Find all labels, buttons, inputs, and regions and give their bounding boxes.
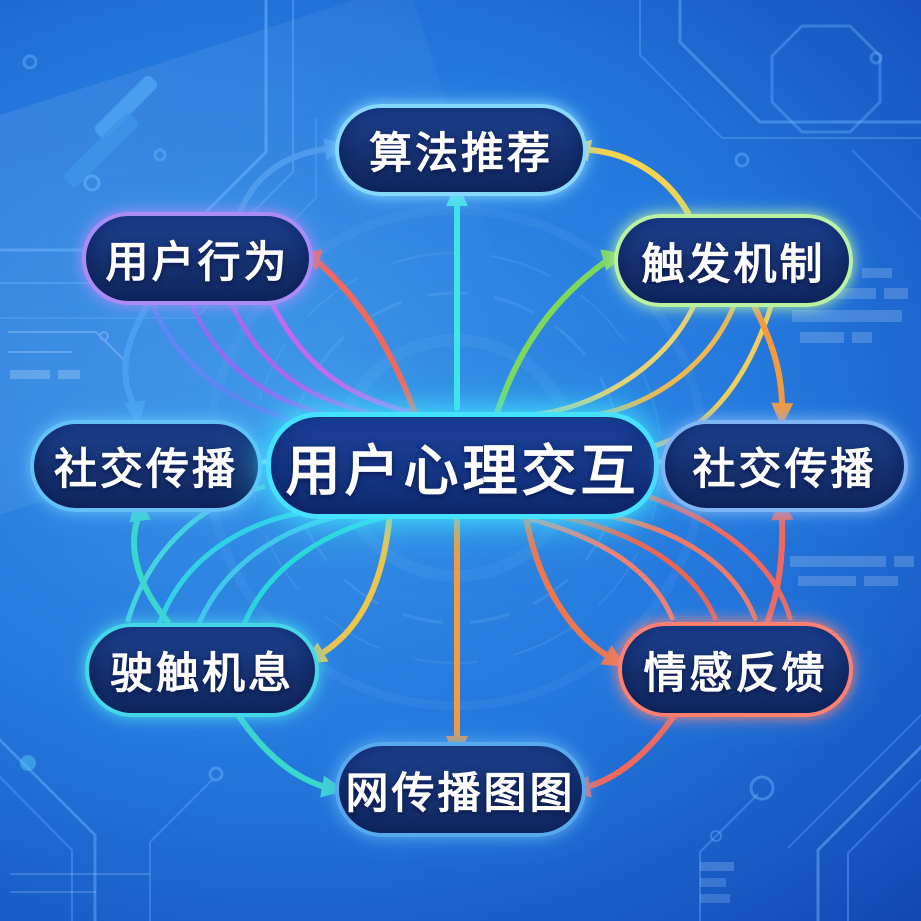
arrow-center-to-algorithm <box>446 182 468 411</box>
circuit-corner-bottom-left <box>0 737 224 921</box>
node-trigger-mechanism: 触发机制 <box>614 214 853 307</box>
node-label-social-right: 社交传播 <box>692 446 877 494</box>
node-label-center: 用户心理交互 <box>285 439 640 502</box>
arrow-center-to-trigger <box>494 249 627 416</box>
node-label-algorithm: 算法推荐 <box>369 130 553 178</box>
background-data-blocks-left <box>8 331 150 893</box>
node-emotional-feedback: 情感反馈 <box>618 622 853 717</box>
node-algorithm-recommendation: 算法推荐 <box>335 104 587 196</box>
arrow-user-behavior-to-algorithm <box>237 138 349 215</box>
node-label-user-behavior: 用户行为 <box>105 238 290 287</box>
arrow-emotion-to-social-right <box>765 496 794 623</box>
circuit-corner-bottom-right <box>699 713 921 921</box>
bundle-user-behavior-center <box>147 293 423 431</box>
node-label-social-left: 社交传播 <box>54 446 238 494</box>
node-social-spread-right: 社交传播 <box>661 420 908 512</box>
arrow-center-to-network <box>446 509 468 760</box>
node-social-spread-left: 社交传播 <box>30 420 262 512</box>
node-label-network: 网传播图图 <box>345 769 576 818</box>
node-user-psychology-interaction: 用户心理交互 <box>266 412 659 519</box>
arrow-center-to-user-behavior <box>296 249 418 416</box>
arrow-user-behavior-to-social-left <box>122 295 155 426</box>
node-label-emotion: 情感反馈 <box>643 649 828 698</box>
node-user-behavior: 用户行为 <box>82 212 313 305</box>
node-contact-mechanism: 驶触机息 <box>85 623 319 717</box>
arrow-trigger-to-social-right <box>749 299 794 427</box>
node-network-spread: 网传播图图 <box>335 742 586 837</box>
node-label-trigger: 触发机制 <box>641 240 826 289</box>
circuit-corner-top-right <box>639 0 921 221</box>
node-label-contact: 驶触机息 <box>110 650 294 698</box>
arrow-contact-to-network <box>232 707 346 798</box>
